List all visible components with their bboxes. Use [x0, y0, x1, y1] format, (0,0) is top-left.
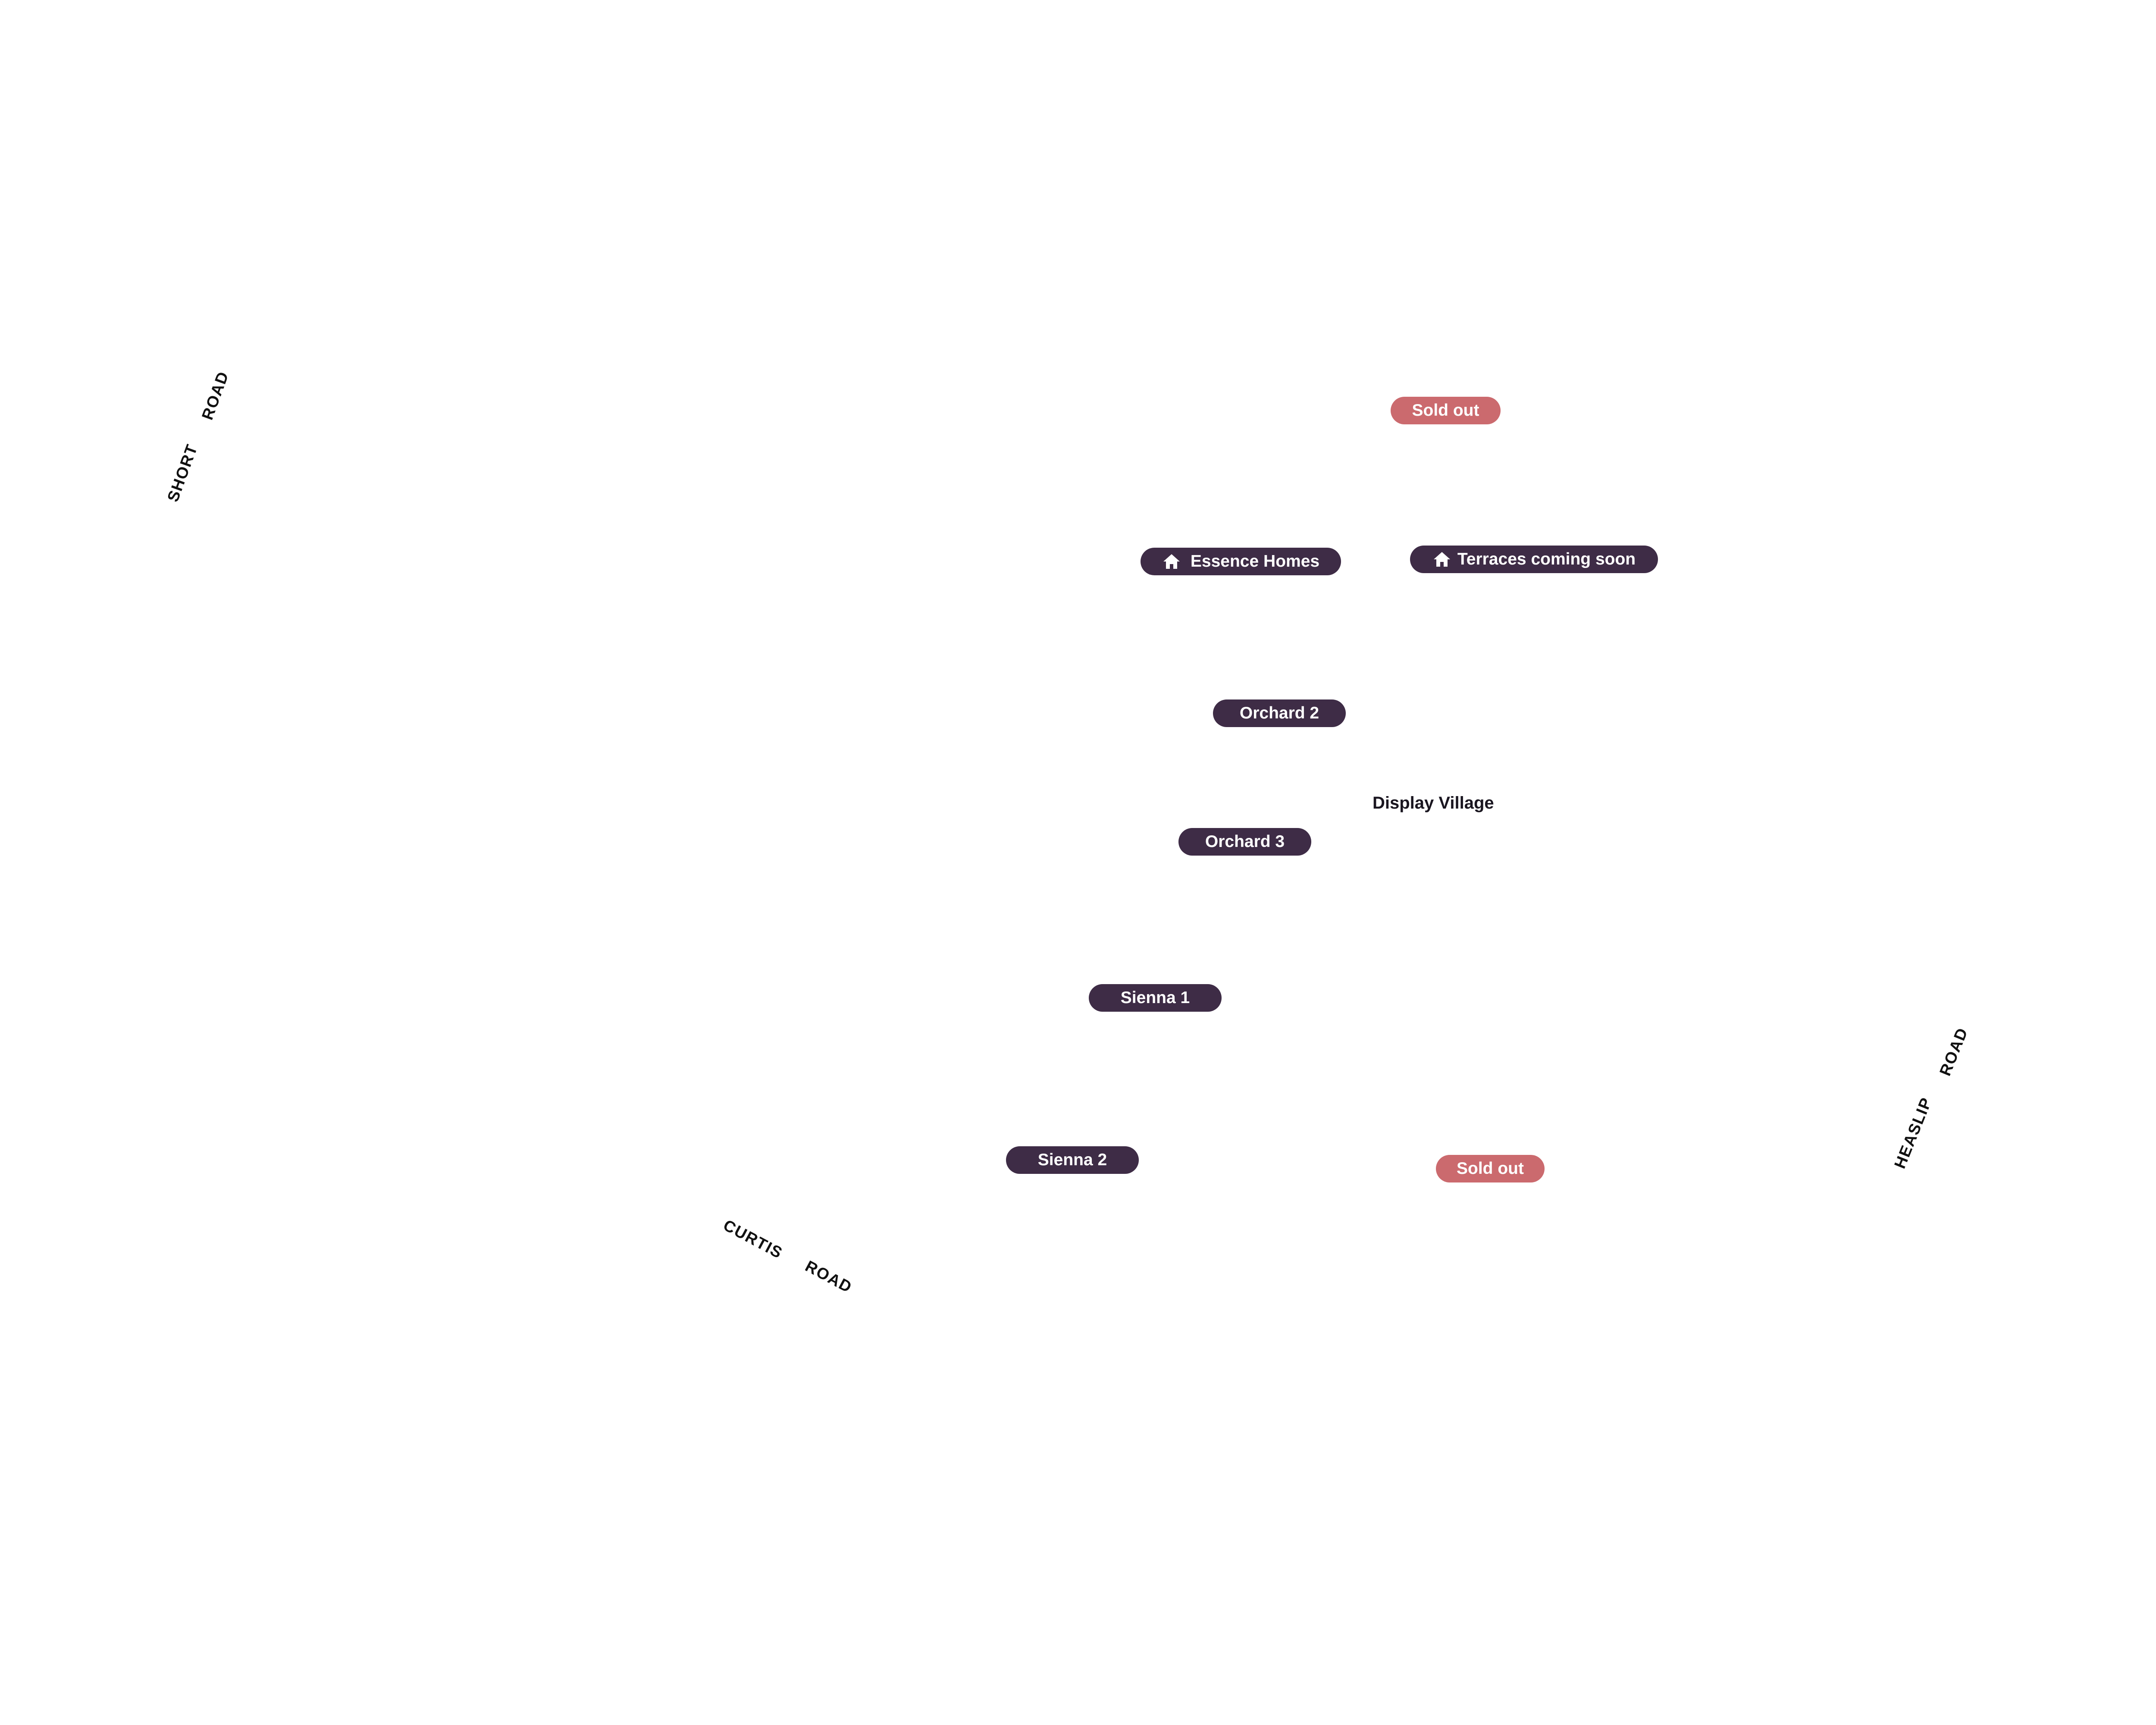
marker-label: Orchard 3 — [1205, 832, 1285, 851]
sold-out-badge-bottom[interactable]: Sold out — [1436, 1155, 1545, 1182]
home-icon — [1162, 553, 1181, 570]
road-label-short-road: ROAD — [198, 369, 232, 423]
road-label-curtis: CURTIS — [720, 1216, 786, 1262]
marker-orchard-3[interactable]: Orchard 3 — [1178, 828, 1311, 856]
road-label-short: SHORT — [164, 441, 201, 505]
marker-terraces-coming-soon[interactable]: Terraces coming soon — [1410, 546, 1658, 573]
marker-orchard-2[interactable]: Orchard 2 — [1213, 699, 1346, 727]
marker-essence-homes[interactable]: Essence Homes — [1141, 548, 1341, 575]
marker-label: Sienna 1 — [1120, 988, 1190, 1007]
road-label-heaslip-road: ROAD — [1936, 1025, 1971, 1079]
marker-label: Orchard 2 — [1239, 704, 1319, 722]
display-village-label: Display Village — [1373, 794, 1494, 812]
marker-label: Sienna 2 — [1037, 1151, 1107, 1169]
marker-label: Terraces coming soon — [1457, 550, 1636, 568]
road-label-heaslip: HEASLIP — [1891, 1095, 1936, 1171]
sold-out-badge-top[interactable]: Sold out — [1391, 397, 1501, 424]
sold-out-label: Sold out — [1412, 401, 1479, 420]
marker-sienna-1[interactable]: Sienna 1 — [1089, 984, 1222, 1012]
sold-out-label: Sold out — [1457, 1159, 1524, 1178]
marker-sienna-2[interactable]: Sienna 2 — [1006, 1146, 1139, 1174]
road-label-curtis-road: ROAD — [802, 1257, 856, 1297]
marker-label: Essence Homes — [1190, 552, 1320, 571]
home-icon — [1432, 551, 1451, 568]
